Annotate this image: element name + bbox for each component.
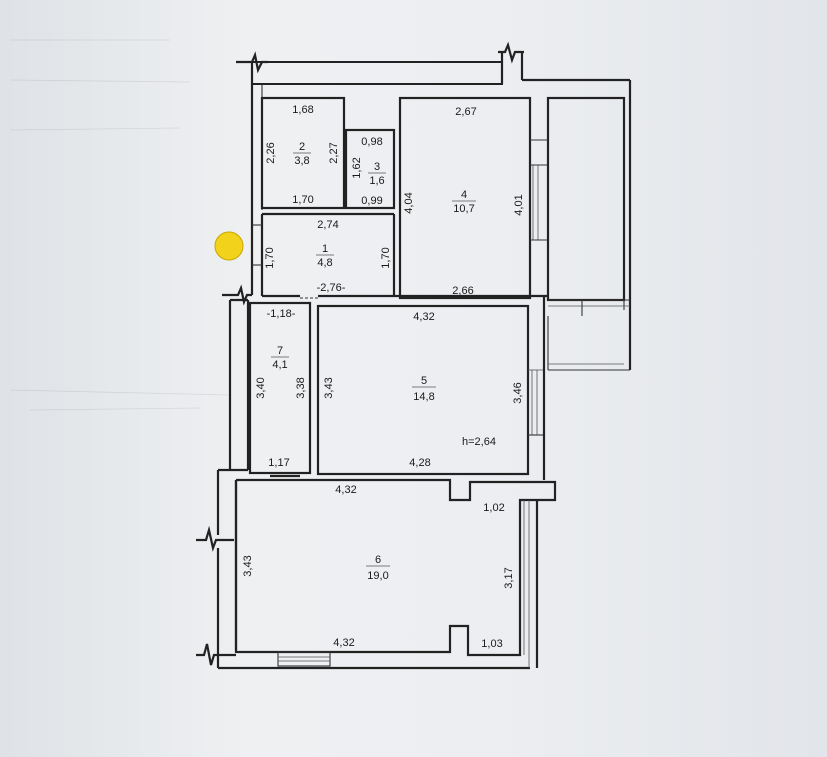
dim-r6-top: 4,32 [335,484,356,496]
room-5-number: 5 [421,375,427,387]
dim-r2-right: 2,27 [328,142,340,163]
dim-r6-bottom: 4,32 [333,637,354,649]
room-6-area: 19,0 [367,570,388,582]
room-4 [398,96,532,300]
dim-r4-bottom: 2,66 [452,285,473,297]
wall-break-bottom-left [196,643,236,666]
room-4-number: 4 [461,189,467,201]
dim-r7-top: -1,18- [267,308,296,320]
dim-r3-bottom: 0,99 [361,195,382,207]
dim-r5-right: 3,46 [512,382,524,403]
room-7 [248,301,312,475]
window-bottom [277,651,331,667]
ceiling-height: h=2,64 [462,436,496,448]
room-4-area: 10,7 [453,203,474,215]
dim-r3-left: 1,62 [351,157,363,178]
dim-r3-top: 0,98 [361,136,382,148]
room-3-number: 3 [374,161,380,173]
room-6 [234,478,557,668]
dim-r6-right: 3,17 [503,567,515,588]
dim-r1-top: 2,74 [317,219,338,231]
room-7-number: 7 [277,345,283,357]
room-3-area: 1,6 [369,175,384,187]
entrance-marker-dot[interactable] [214,231,244,261]
loggia [530,96,630,371]
dim-r1-left: 1,70 [264,247,276,268]
room-1 [252,212,548,299]
dim-r6-left: 3,43 [242,555,254,576]
dim-r2-top: 1,68 [292,104,313,116]
dim-r7-left: 3,40 [255,377,267,398]
dim-r4-left: 4,04 [403,192,415,213]
room-6-number: 6 [375,554,381,566]
room-2 [260,96,346,210]
room-1-area: 4,8 [317,257,332,269]
room-1-number: 1 [322,243,328,255]
dim-r2-bottom: 1,70 [292,194,313,206]
dim-r4-top: 2,67 [455,106,476,118]
dim-r5-left: 3,43 [323,377,335,398]
room-2-number: 2 [299,141,305,153]
dim-r4-right: 4,01 [513,194,525,215]
dim-r6-notch-top: 1,02 [483,502,504,514]
dim-r2-left: 2,26 [265,142,277,163]
room-7-area: 4,1 [272,359,287,371]
top-wall [251,61,503,85]
dimension-labels: 1,68 2,26 2,27 1,70 0,98 1,62 0,99 2,67 … [242,104,525,650]
dim-r1-right: 1,70 [380,247,392,268]
room-2-area: 3,8 [294,155,309,167]
dim-r5-top: 4,32 [413,311,434,323]
room-3 [344,128,396,210]
dim-r1-bottom: -2,76- [317,282,346,294]
room-5-area: 14,8 [413,391,434,403]
wall-break-mid-left [196,525,234,552]
dim-r7-bottom: 1,17 [268,457,289,469]
dim-r6-notch-bottom: 1,03 [481,638,502,650]
wall-break-left [222,284,252,306]
dim-r7-right: 3,38 [295,377,307,398]
dim-r5-bottom: 4,28 [409,457,430,469]
wall-break-top-right [498,41,524,64]
room-labels: 2 3,8 3 1,6 4 10,7 1 4,8 7 4,1 5 14,8 6 … [271,141,496,582]
room-5 [316,296,546,480]
paper-texture [9,39,231,411]
